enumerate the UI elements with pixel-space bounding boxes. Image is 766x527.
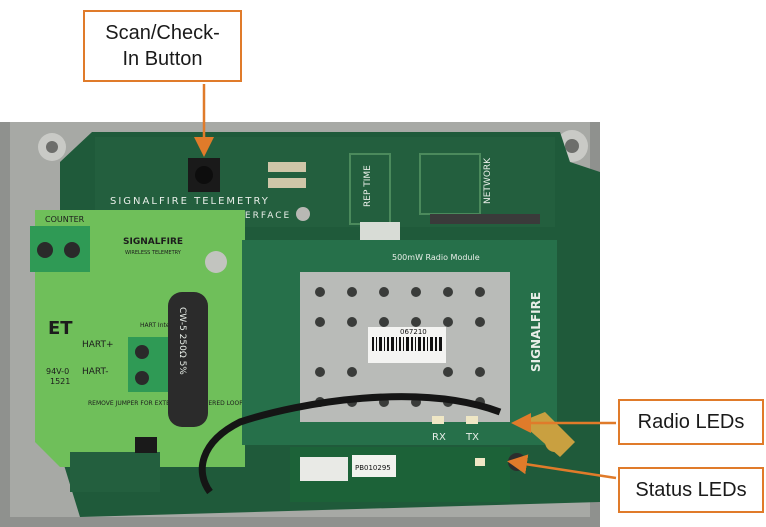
bottom-label-text: PB010295 — [355, 464, 391, 472]
radio-leds-callout: Radio LEDs — [618, 399, 764, 445]
radio-module-text: 500mW Radio Module — [392, 253, 480, 262]
barcode-label: 067210 — [368, 327, 446, 363]
scan-checkin-callout: Scan/Check- In Button — [83, 10, 242, 82]
tx-text: TX — [465, 432, 479, 443]
code-text: 1521 — [50, 377, 70, 386]
counter-text: COUNTER — [45, 215, 85, 224]
board-brand-text: SIGNALFIRE TELEMETRY — [110, 196, 270, 207]
board-network-text: NETWORK — [483, 157, 493, 204]
rating-text: 94V-0 — [46, 367, 69, 376]
board-rep-time-text: REP TIME — [363, 165, 373, 207]
logo-text: SIGNALFIRE — [123, 237, 183, 247]
device-photo: SIGNALFIRE TELEMETRY SENSOR INTERFACE RE… — [0, 122, 600, 527]
module-logo-text: SIGNALFIRE — [529, 292, 543, 372]
remove-jumper-text: REMOVE JUMPER FOR EXTERNALLY POWERED LOO… — [88, 400, 243, 407]
logo-sub-text: WIRELESS TELEMETRY — [125, 250, 182, 256]
et-text: ET — [48, 318, 73, 339]
radio-leds-label: Radio LEDs — [637, 411, 745, 433]
hart-minus-text: HART- — [82, 367, 108, 377]
status-leds-label: Status LEDs — [635, 479, 747, 501]
status-leds-callout: Status LEDs — [618, 467, 764, 513]
resistor-text: CW-5 250Ω 5% — [177, 307, 187, 375]
hart-interface-text: HART Interface — [140, 322, 185, 329]
hart-plus-text: HART+ — [82, 340, 114, 350]
scan-checkin-button — [188, 158, 220, 192]
scan-checkin-label: Scan/Check- In Button — [105, 22, 220, 70]
rx-text: RX — [432, 432, 446, 443]
barcode-number: 067210 — [400, 328, 427, 336]
